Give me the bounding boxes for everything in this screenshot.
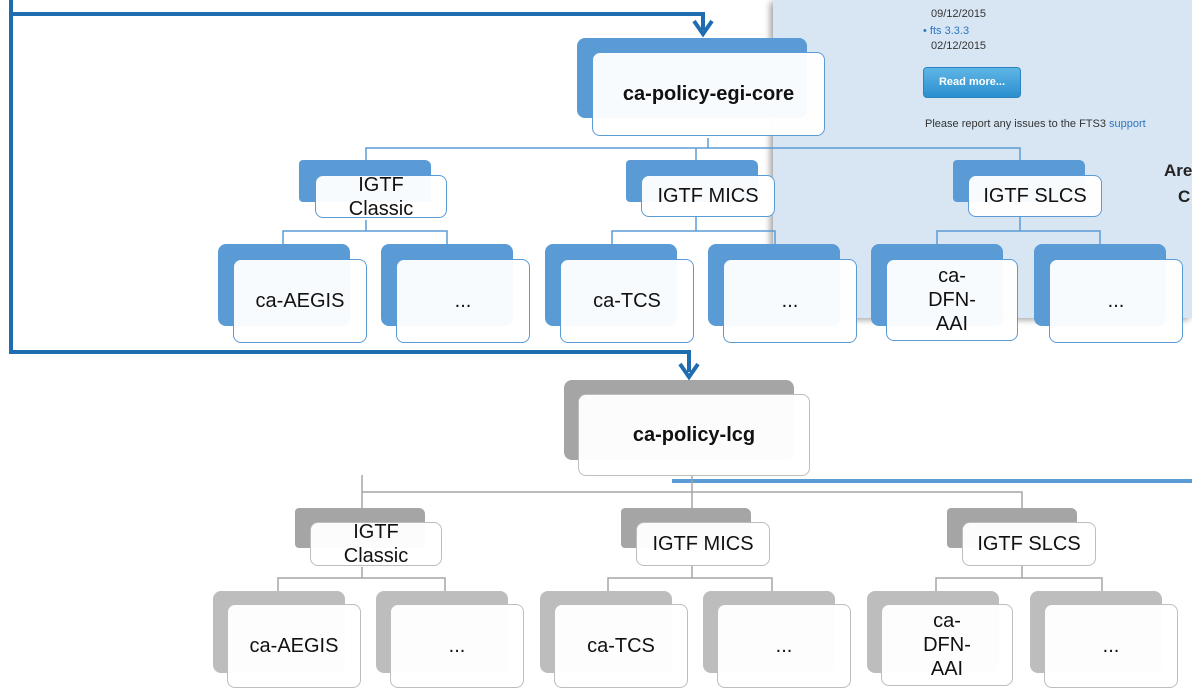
news-date-2: 02/12/2015	[931, 40, 987, 52]
category-label: IGTF MICS	[657, 185, 759, 207]
leaf-ca-tcs: ca-TCS	[560, 259, 694, 343]
leaf-label: ...	[775, 635, 793, 657]
partial-heading-1: Are	[1164, 161, 1192, 180]
leaf-ca-aegis: ca-AEGIS	[227, 604, 361, 688]
leaf-ellipsis: ...	[717, 604, 851, 688]
leaf-label: ...	[448, 635, 466, 657]
leaf-ca-aegis: ca-AEGIS	[233, 259, 367, 343]
leaf-ellipsis: ...	[396, 259, 530, 343]
category-label: IGTF SLCS	[983, 185, 1087, 207]
leaf-label: ...	[1107, 290, 1125, 312]
category-igtf-slcs: IGTF SLCS	[962, 522, 1096, 566]
root-node-egi-core: ca-policy-egi-core	[592, 52, 825, 136]
arrow-head-mid	[678, 362, 700, 381]
top-tree-connectors	[282, 138, 1101, 244]
arrow-line-top	[9, 0, 705, 30]
read-more-button[interactable]: Read more...	[923, 67, 1021, 98]
category-igtf-mics: IGTF MICS	[636, 522, 770, 566]
leaf-ellipsis: ...	[390, 604, 524, 688]
leaf-label: ...	[454, 290, 472, 312]
category-igtf-classic: IGTF Classic	[315, 173, 447, 220]
root-label: ca-policy-egi-core	[622, 83, 795, 105]
leaf-label: ca-AEGIS	[249, 635, 339, 657]
category-igtf-mics: IGTF MICS	[641, 175, 775, 217]
news-link-fts[interactable]: • fts 3.3.3	[923, 25, 970, 37]
category-label: IGTF SLCS	[977, 533, 1081, 555]
leaf-ellipsis: ...	[1044, 604, 1178, 688]
support-link[interactable]: support	[1109, 118, 1146, 130]
leaf-ellipsis: ...	[1049, 259, 1183, 343]
leaf-label: ca-DFN-AAI	[928, 265, 976, 335]
leaf-label: ...	[781, 290, 799, 312]
category-label: IGTF MICS	[652, 533, 754, 555]
leaf-ca-tcs: ca-TCS	[554, 604, 688, 688]
category-igtf-slcs: IGTF SLCS	[968, 175, 1102, 217]
root-node-lcg: ca-policy-lcg	[578, 394, 810, 476]
partial-heading-2: C	[1178, 187, 1191, 206]
leaf-label: ...	[1102, 635, 1120, 657]
arrow-line-left	[9, 10, 691, 372]
leaf-ca-dfn-aai: ca-DFN-AAI	[886, 259, 1018, 341]
report-text: Please report any issues to the FTS3 sup…	[925, 118, 1146, 130]
root-label: ca-policy-lcg	[632, 424, 756, 446]
leaf-label: ca-AEGIS	[255, 290, 345, 312]
category-igtf-classic: IGTF Classic	[310, 521, 442, 567]
leaf-label: ca-TCS	[593, 290, 661, 312]
leaf-label: ca-TCS	[587, 635, 655, 657]
arrow-head-top	[692, 19, 714, 38]
category-label: IGTF Classic	[348, 173, 414, 220]
leaf-ca-dfn-aai: ca-DFN-AAI	[881, 604, 1013, 686]
news-date-1: 09/12/2015	[931, 8, 987, 20]
leaf-ellipsis: ...	[723, 259, 857, 343]
category-label: IGTF Classic	[343, 521, 409, 567]
leaf-label: ca-DFN-AAI	[923, 610, 971, 680]
bottom-tree-connectors	[277, 475, 1103, 591]
